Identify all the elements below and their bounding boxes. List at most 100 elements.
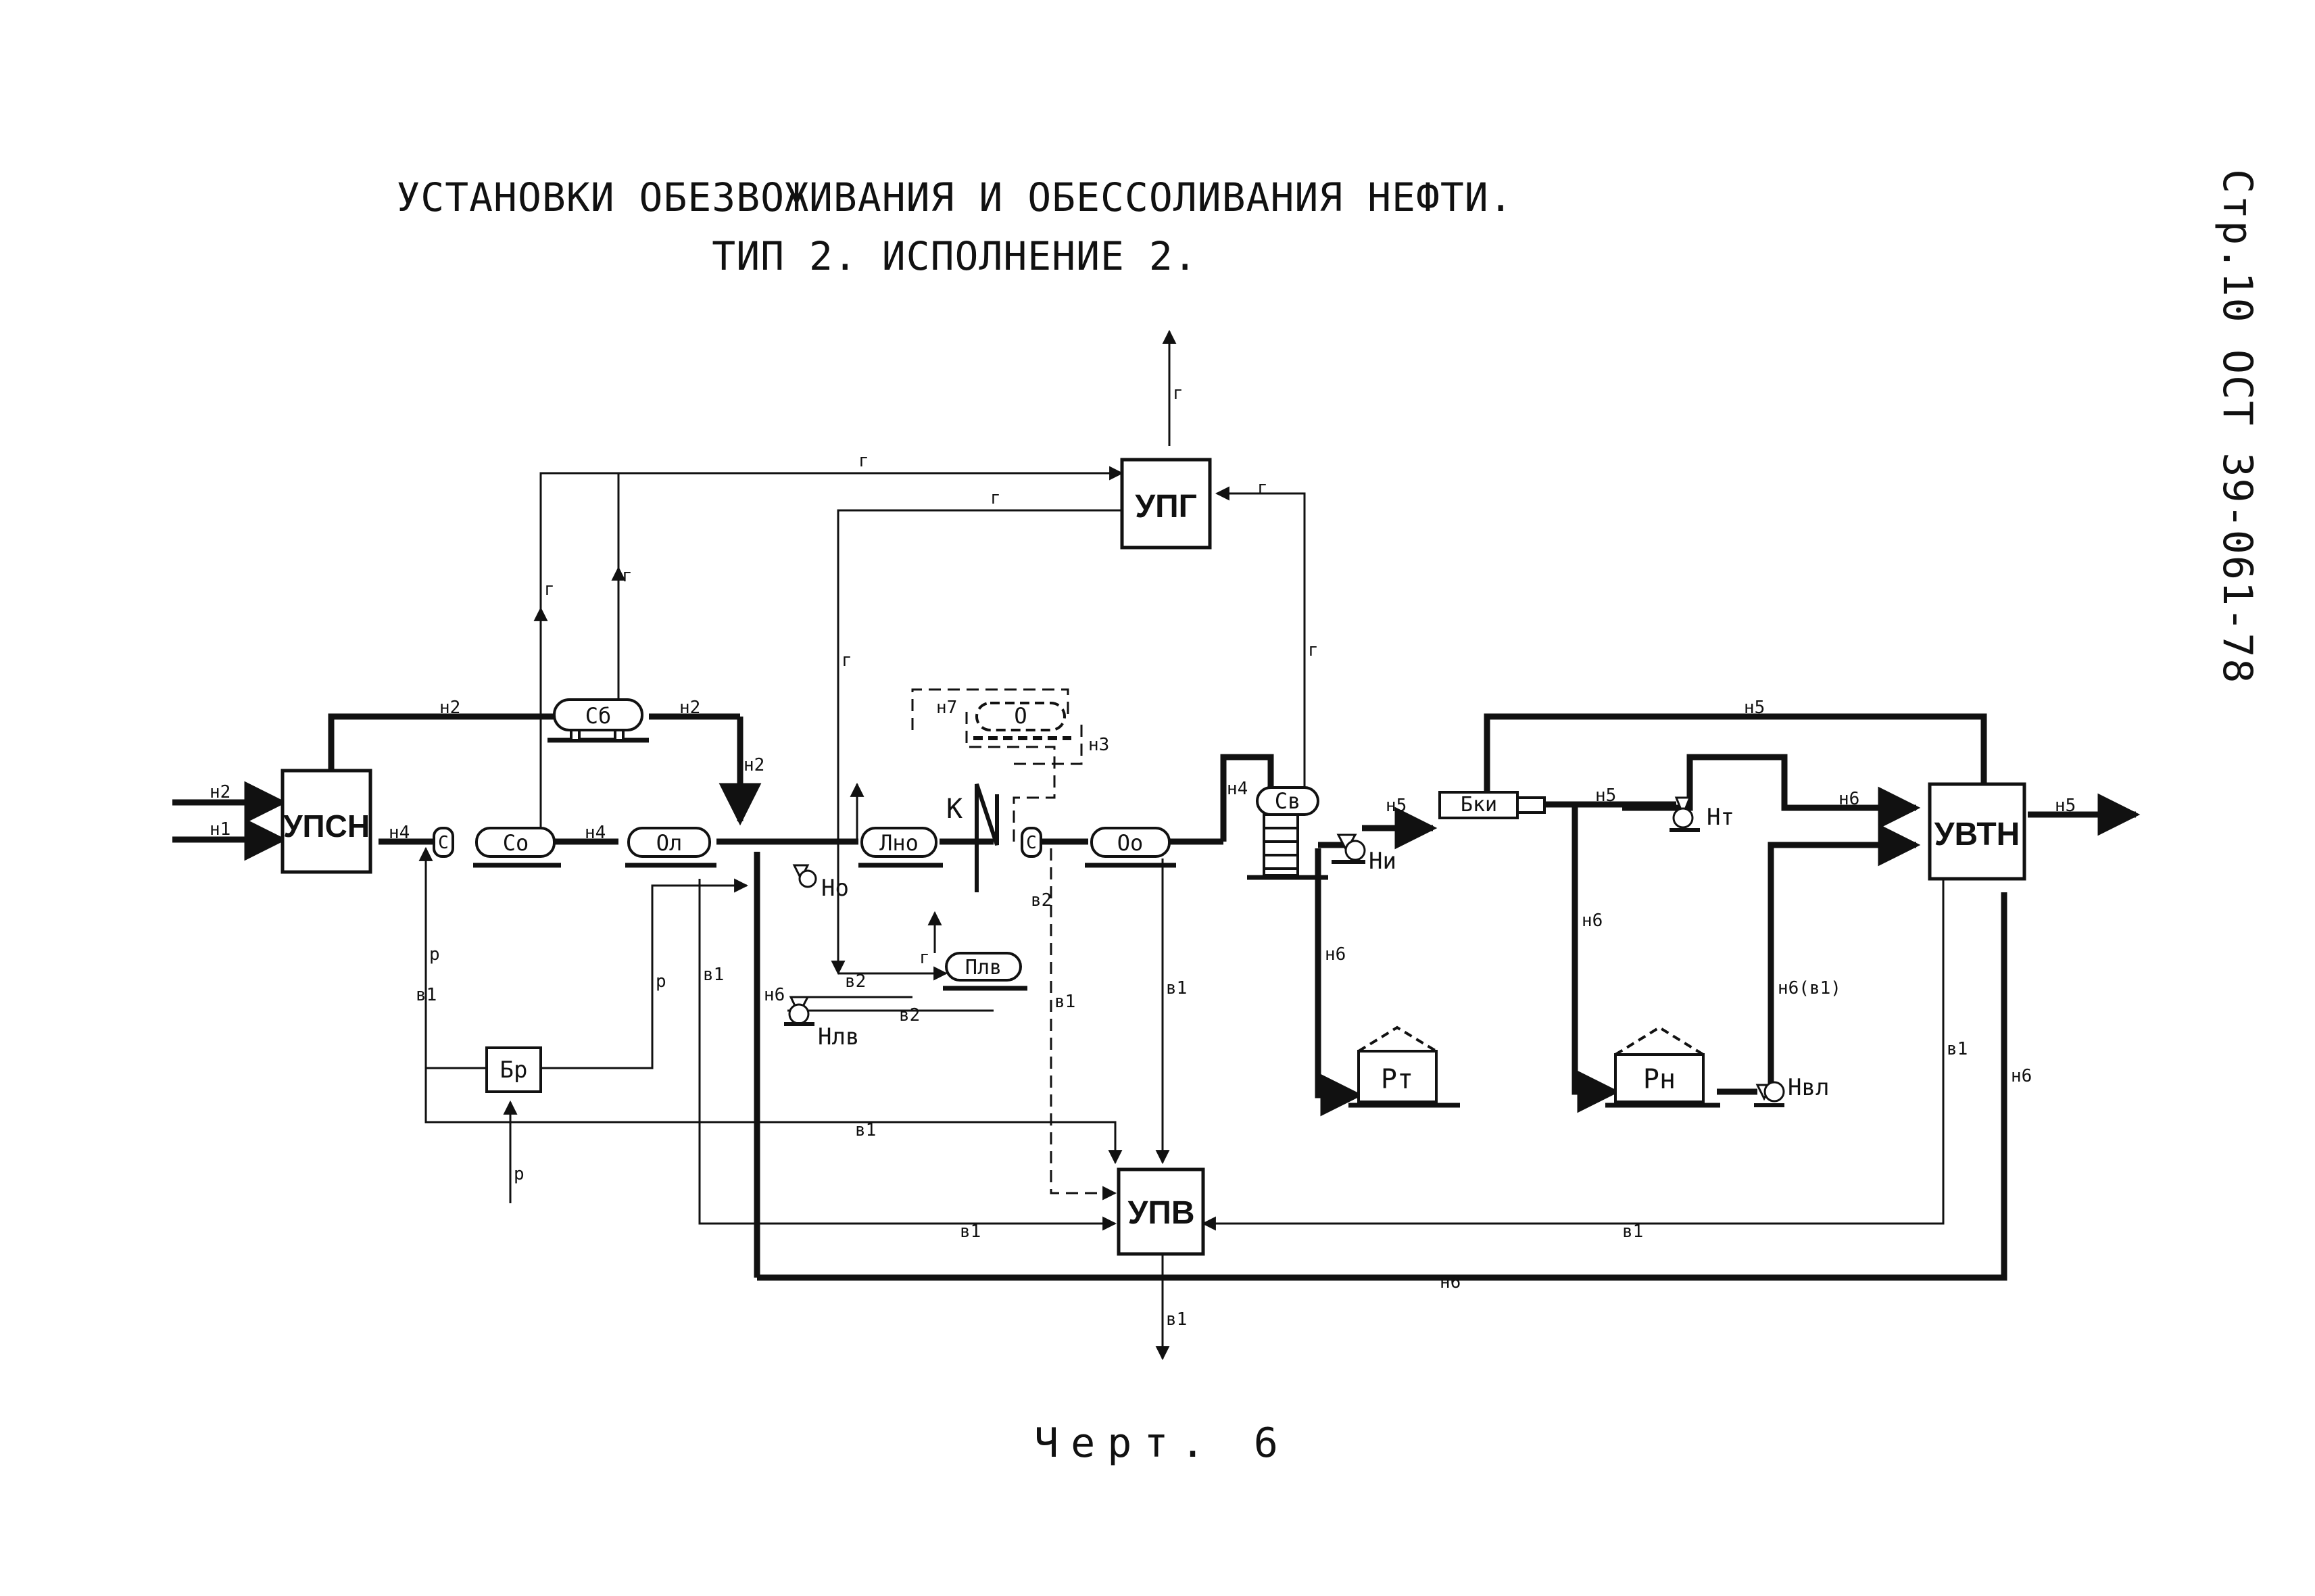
svg-text:н6: н6 [764,985,785,1005]
svg-text:н7: н7 [936,698,957,718]
unit-upv: УПВ [1117,1167,1205,1256]
unit-upsn-label: УПСН [283,808,370,844]
svg-text:в2: в2 [1031,890,1052,911]
svg-text:н4: н4 [389,823,410,843]
unit-upg: УПГ [1120,458,1212,550]
tank-rn-label: Рн [1643,1064,1676,1095]
svg-text:г: г [858,451,869,471]
svg-text:в1: в1 [1622,1222,1643,1242]
svg-text:р: р [514,1164,525,1184]
svg-text:н3: н3 [1088,735,1109,755]
vessel-plv-label: Плв [965,956,1002,980]
drawing-caption: Черт. 6 [1034,1420,1290,1467]
block-bki: Бки [1438,791,1546,819]
gas-lines [533,329,1306,981]
drawing-subtitle: ТИП 2. ИСПОЛНЕНИЕ 2. [712,233,1198,279]
svg-text:в2: в2 [899,1005,920,1025]
svg-text:Нвл: Нвл [1788,1074,1829,1101]
block-br: Бр [485,1046,542,1093]
svg-text:в1: в1 [1166,1309,1187,1330]
vessel-sb-label: Сб [585,703,612,729]
unit-uvtn: УВТН [1928,782,2026,881]
vessel-o-label: О [1014,703,1027,729]
unit-upsn: УПСН [281,769,372,874]
svg-text:г: г [990,488,1001,508]
stream-labels: н2 н1 н4 н4 н2 н2 н2 н6 н7 н3 н4 н5 н5 н… [210,383,2076,1330]
vessel-oo-label: Оо [1117,830,1144,856]
unit-upv-label: УПВ [1127,1195,1194,1231]
tank-rn: Рн [1605,1025,1720,1108]
svg-text:С: С [438,833,449,853]
svg-text:н6: н6 [1325,944,1346,965]
svg-text:н2: н2 [439,698,460,718]
svg-text:г: г [544,579,555,600]
vessel-lno-label: Лно [879,830,919,856]
block-br-label: Бр [500,1057,528,1084]
svg-text:Но: Но [821,875,849,902]
svg-text:Нлв: Нлв [818,1023,859,1050]
vessel-lno: Лно [858,827,943,868]
svg-text:р: р [656,971,666,992]
svg-text:в1: в1 [1054,992,1075,1012]
pump-nvl: Нвл [1754,1074,1829,1107]
svg-text:в1: в1 [703,965,724,985]
svg-text:н5: н5 [1744,698,1765,718]
tank-rt-label: Рт [1381,1064,1413,1095]
tank-rt: Рт [1348,1025,1460,1108]
svg-text:н2: н2 [210,782,230,802]
drawing-title: УСТАНОВКИ ОБЕЗВОЖИВАНИЯ И ОБЕССОЛИВАНИЯ … [396,174,1513,220]
svg-text:К: К [946,794,962,825]
pump-nt: Нт [1670,796,1734,832]
svg-text:г: г [1173,383,1184,404]
svg-text:в1: в1 [855,1120,876,1140]
svg-text:г: г [1257,478,1268,498]
svg-text:н5: н5 [2055,796,2076,816]
svg-text:г: г [842,650,852,671]
water-lines [418,846,1945,1361]
side-reference: Стр.10 ОСТ 39-061-78 [2214,169,2261,685]
vessel-sv: Св [1247,786,1328,880]
pump-ni: Ни [1332,833,1396,875]
svg-text:н6: н6 [2011,1066,2032,1086]
svg-text:в1: в1 [416,985,437,1005]
separator-c2: С [1021,827,1042,858]
svg-text:н1: н1 [210,819,230,840]
unit-upg-label: УПГ [1135,489,1197,525]
svg-text:С: С [1026,833,1037,853]
svg-text:н6(в1): н6(в1) [1778,978,1841,998]
svg-text:Нт: Нт [1707,804,1734,831]
svg-text:н6: н6 [1582,911,1603,931]
svg-text:н4: н4 [585,823,606,843]
vessel-sv-label: Св [1275,788,1301,814]
svg-text:н5: н5 [1386,796,1407,816]
svg-text:р: р [429,944,440,965]
dashed-lines [911,688,1117,1201]
svg-text:н4: н4 [1227,779,1248,799]
svg-text:Ни: Ни [1369,848,1396,875]
svg-text:н6: н6 [1440,1272,1461,1292]
pump-nlv: Нлв [784,996,859,1050]
heat-exchanger-k: К [946,783,999,892]
separator-c1: С [433,827,454,858]
vessel-so: Со [473,827,561,868]
svg-text:г: г [622,566,633,586]
svg-text:н6: н6 [1838,789,1859,809]
oil-lines [172,713,2141,1281]
vessel-ol-label: Ол [656,830,683,856]
block-bki-label: Бки [1461,793,1497,817]
svg-text:н2: н2 [744,755,764,775]
vessel-so-label: Со [503,830,529,856]
pump-no: Но [792,864,849,902]
vessel-ol: Ол [625,827,716,868]
svg-text:н5: н5 [1595,785,1616,806]
svg-text:г: г [1308,640,1319,660]
vessel-oo: Оо [1085,827,1176,868]
svg-text:г: г [919,948,930,968]
svg-text:н2: н2 [679,698,700,718]
vessel-o: О [973,702,1071,740]
vessel-sb: Сб [547,698,649,743]
vessel-plv: Плв [943,952,1027,991]
unit-uvtn-label: УВТН [1934,817,2020,852]
